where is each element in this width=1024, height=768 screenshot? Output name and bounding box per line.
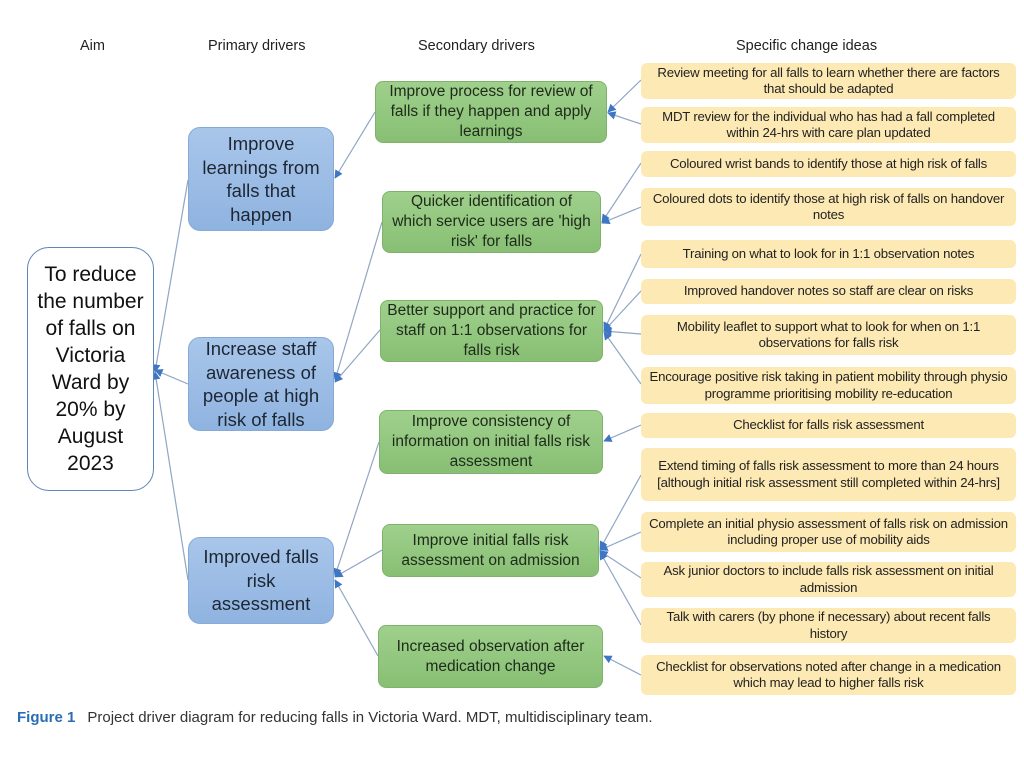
link-secondary1-primary1 (334, 111, 376, 179)
link-idea14 (603, 655, 642, 676)
secondary-driver: Improve initial falls risk assessment on… (382, 524, 599, 577)
secondary-driver: Better support and practice for staff on… (380, 300, 603, 362)
change-idea: Checklist for observations noted after c… (641, 655, 1016, 695)
header-primary-drivers: Primary drivers (208, 38, 306, 54)
link-idea12 (599, 550, 642, 579)
figure-label: Figure 1 (17, 709, 76, 726)
figure-caption: Figure 1 Project driver diagram for reduc… (17, 709, 653, 726)
link-primary2-aim (154, 369, 189, 385)
change-idea: Mobility leaflet to support what to look… (641, 315, 1016, 355)
link-secondary6-primary3 (334, 579, 379, 657)
primary-driver: Improve learnings from falls that happen (188, 127, 334, 231)
link-secondary2-primary2 (333, 221, 383, 381)
primary-driver: Improved falls risk assessment (188, 537, 334, 624)
link-idea13 (599, 551, 642, 626)
link-idea5 (603, 253, 642, 331)
link-secondary4-primary3 (333, 441, 380, 577)
link-idea7 (603, 327, 642, 336)
change-idea: Ask junior doctors to include falls risk… (641, 562, 1016, 597)
change-idea: Encourage positive risk taking in patien… (641, 367, 1016, 404)
change-idea: Complete an initial physio assessment of… (641, 512, 1016, 552)
header-secondary-drivers: Secondary drivers (418, 38, 535, 54)
aim-box: To reduce the number of falls on Victori… (27, 247, 154, 491)
link-primary3-aim (152, 371, 189, 581)
link-idea4 (601, 206, 642, 225)
change-idea: Improved handover notes so staff are cle… (641, 279, 1016, 304)
link-idea8 (603, 331, 642, 385)
link-idea3 (601, 162, 642, 223)
figure-caption-text: Project driver diagram for reducing fall… (87, 709, 653, 726)
change-idea: Review meeting for all falls to learn wh… (641, 63, 1016, 99)
link-idea11 (599, 531, 642, 551)
change-idea: MDT review for the individual who has ha… (641, 107, 1016, 143)
change-idea: Talk with carers (by phone if necessary)… (641, 608, 1016, 643)
secondary-driver: Improve process for review of falls if t… (375, 81, 607, 143)
change-idea: Checklist for falls risk assessment (641, 413, 1016, 438)
link-idea10 (599, 474, 642, 550)
change-idea: Coloured dots to identify those at high … (641, 188, 1016, 226)
link-secondary3-primary2 (334, 329, 381, 383)
link-primary1-aim (152, 179, 189, 373)
change-idea: Extend timing of falls risk assessment t… (641, 448, 1016, 501)
link-idea2 (607, 111, 642, 125)
change-idea: Training on what to look for in 1:1 obse… (641, 240, 1016, 268)
secondary-driver: Quicker identification of which service … (382, 191, 601, 253)
link-secondary5-primary3 (334, 549, 383, 578)
header-aim: Aim (80, 38, 105, 54)
secondary-driver: Improve consistency of information on in… (379, 410, 603, 474)
link-idea6 (603, 290, 642, 332)
link-idea1 (607, 79, 642, 113)
header-change-ideas: Specific change ideas (736, 38, 878, 54)
secondary-driver: Increased observation after medication c… (378, 625, 603, 688)
change-idea: Coloured wrist bands to identify those a… (641, 151, 1016, 177)
link-idea9 (603, 424, 642, 442)
primary-driver: Increase staff awareness of people at hi… (188, 337, 334, 431)
